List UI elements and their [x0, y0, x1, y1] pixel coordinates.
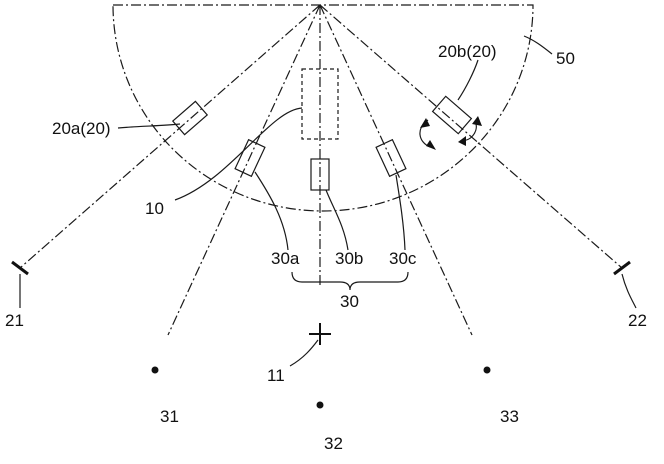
target-21-marker: [11, 260, 29, 276]
semicircle-boundary: [112, 4, 534, 212]
label-30b: 30b: [335, 249, 363, 268]
label-22: 22: [628, 311, 647, 330]
point-33-dot: [483, 366, 491, 374]
label-20a: 20a(20): [52, 119, 111, 138]
sensor-20a: [171, 100, 209, 136]
target-22-marker: [613, 260, 631, 276]
label-10: 10: [145, 199, 164, 218]
leader-20b: [457, 59, 479, 101]
rotation-arrows-icon: [419, 116, 482, 150]
point-31-dot: [151, 366, 159, 374]
label-30a: 30a: [271, 249, 300, 268]
leader-30a: [254, 171, 289, 251]
label-21: 21: [5, 311, 24, 330]
leader-20a: [117, 123, 181, 129]
ray-to-target-21: [19, 4, 321, 269]
device-10-box: [301, 68, 339, 140]
label-30: 30: [340, 292, 359, 311]
leader-10: [174, 107, 303, 201]
label-20b: 20b(20): [438, 42, 497, 61]
label-11: 11: [267, 366, 285, 385]
label-31: 31: [160, 407, 179, 426]
camera-30b: [310, 158, 330, 191]
sensor-20b: [431, 95, 473, 135]
ray-to-target-22: [319, 4, 623, 269]
leader-30c: [395, 174, 406, 251]
point-32-dot: [316, 401, 324, 409]
leader-22: [621, 273, 637, 309]
leader-11: [289, 339, 319, 367]
ray-to-point-31: [167, 4, 321, 336]
camera-30a: [234, 138, 266, 178]
brace-30: [291, 271, 409, 291]
label-32: 32: [324, 434, 343, 453]
label-30c: 30c: [389, 249, 417, 268]
camera-30c: [375, 138, 407, 178]
leader-50: [523, 35, 553, 55]
label-50: 50: [556, 49, 575, 68]
center-cross-11: [309, 323, 331, 345]
label-33: 33: [500, 407, 519, 426]
ray-to-point-33: [319, 4, 473, 336]
leader-30b: [325, 189, 349, 251]
